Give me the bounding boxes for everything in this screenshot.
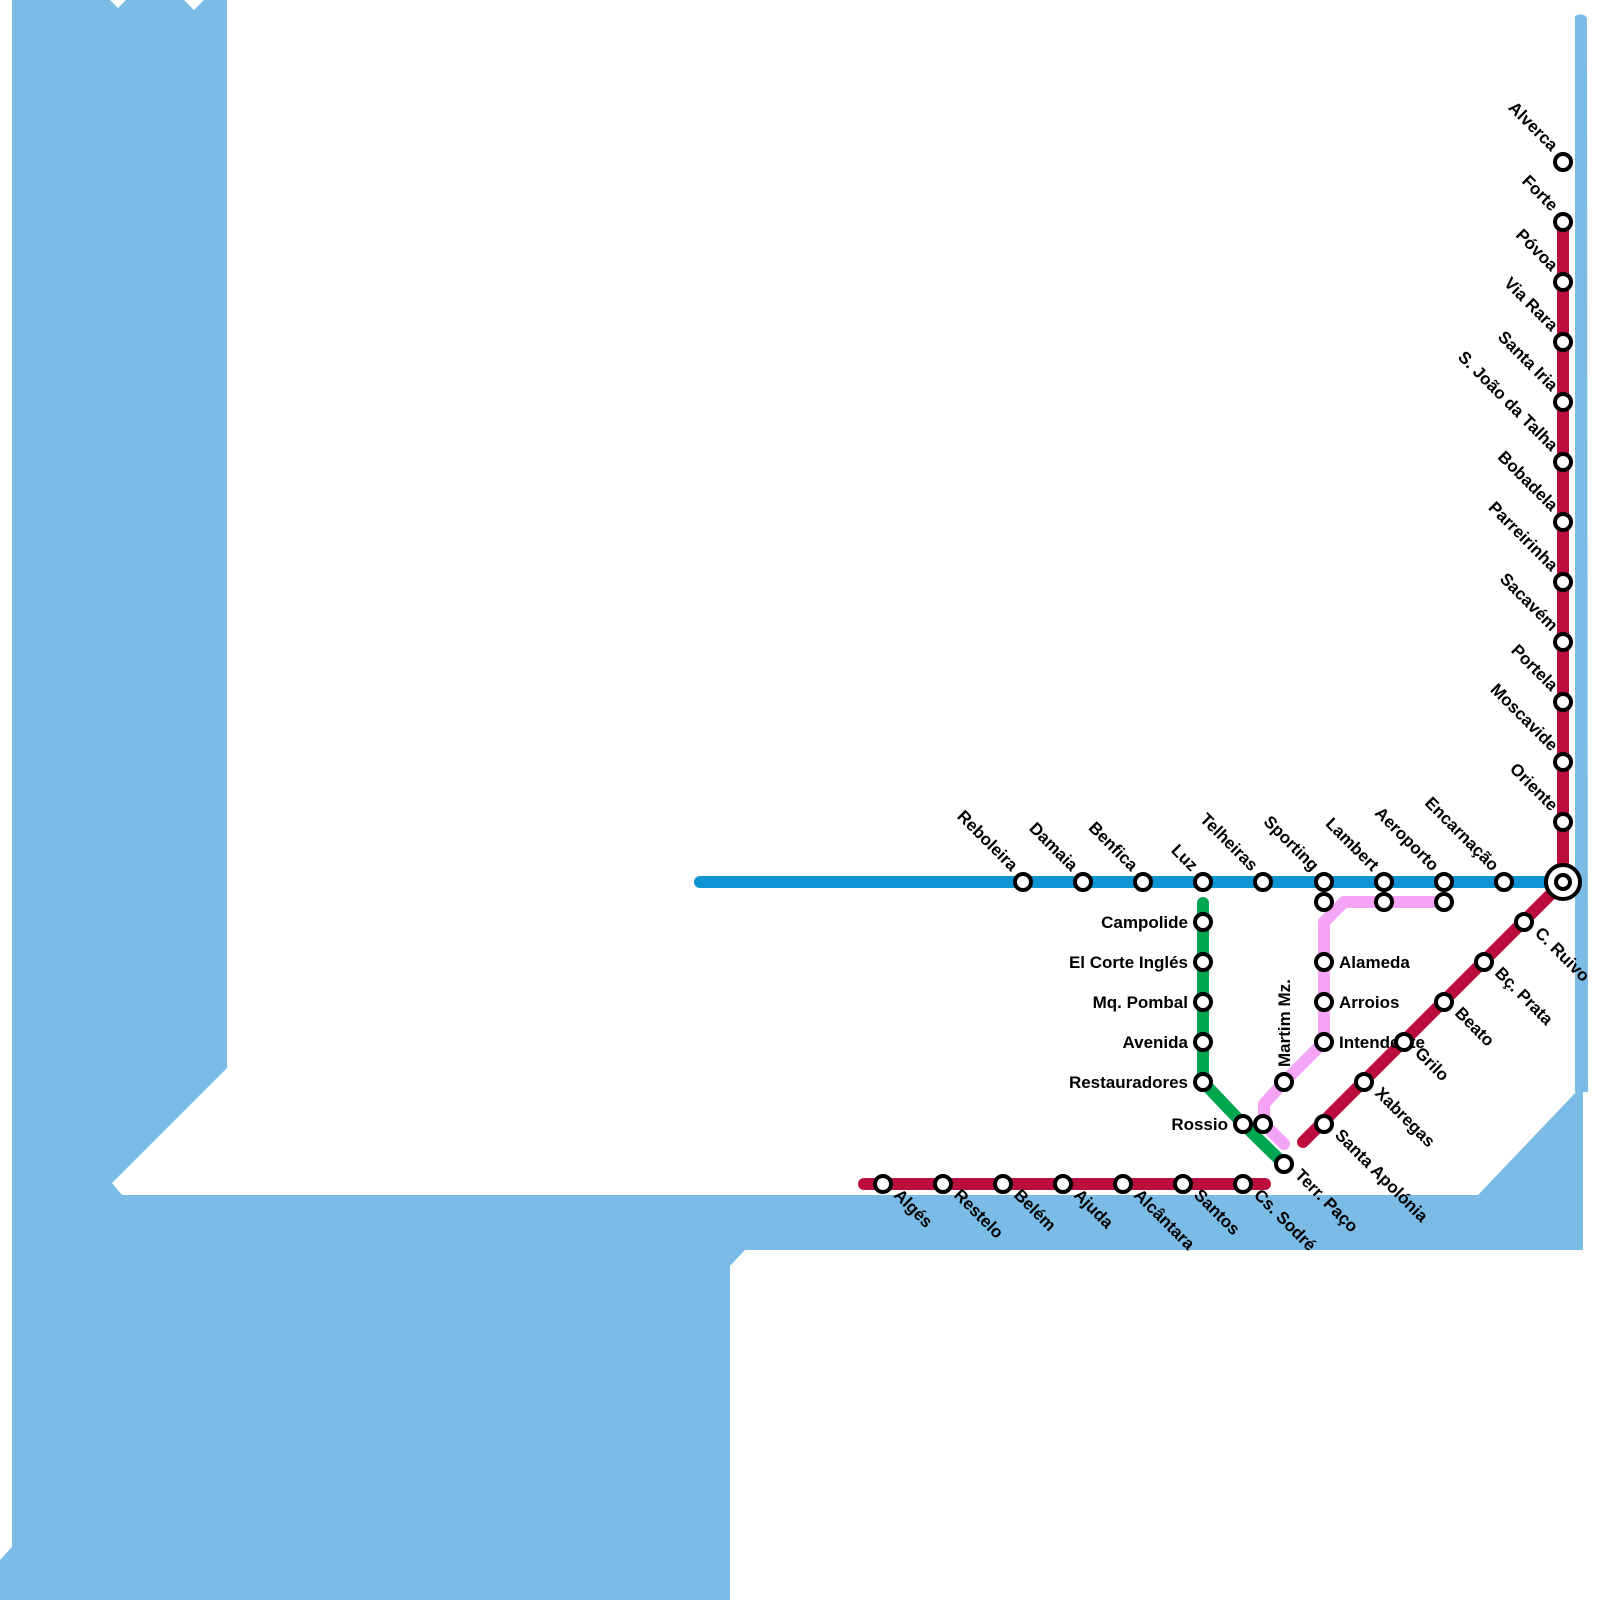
station-label-sporting: Sporting — [1260, 812, 1323, 875]
station-label-elcorte: El Corte Inglés — [1069, 953, 1188, 972]
station-telheiras[interactable] — [1253, 872, 1273, 892]
station-cssodre[interactable] — [1233, 1174, 1253, 1194]
station-label-oriente: Oriente — [1506, 759, 1562, 815]
station-encarnacao[interactable] — [1494, 872, 1514, 892]
station-label-forte: Forte — [1518, 171, 1561, 214]
station-santaapolonia[interactable] — [1314, 1114, 1334, 1134]
station-label-avenida: Avenida — [1122, 1033, 1188, 1052]
station-sacavem[interactable] — [1553, 632, 1573, 652]
station-label-xabregas: Xabregas — [1371, 1083, 1439, 1151]
station-avenida[interactable] — [1193, 1032, 1213, 1052]
station-santairia[interactable] — [1553, 392, 1573, 412]
station-label-campolide: Campolide — [1101, 913, 1188, 932]
station-luz[interactable] — [1193, 872, 1213, 892]
station-campolide[interactable] — [1193, 912, 1213, 932]
station-label-rossio: Rossio — [1171, 1115, 1228, 1134]
station-bobadela[interactable] — [1553, 512, 1573, 532]
station-label-arroios: Arroios — [1339, 993, 1399, 1012]
station-label-viarara: Via Rara — [1500, 273, 1562, 335]
station-bcprata[interactable] — [1474, 952, 1494, 972]
station-cruivo[interactable] — [1514, 912, 1534, 932]
station-label-grilo: Grilo — [1411, 1043, 1452, 1084]
station-sporting[interactable] — [1314, 872, 1334, 892]
station-terrpaco[interactable] — [1274, 1154, 1294, 1174]
station-label-alverca: Alverca — [1505, 98, 1562, 155]
station-arroios[interactable] — [1314, 992, 1334, 1012]
station-restauradores[interactable] — [1193, 1072, 1213, 1092]
station-label-portela: Portela — [1507, 641, 1562, 696]
station-xabregas[interactable] — [1354, 1072, 1374, 1092]
station-belem[interactable] — [993, 1174, 1013, 1194]
station-label-mqpombal: Mq. Pombal — [1093, 993, 1188, 1012]
station-label-alameda: Alameda — [1339, 953, 1410, 972]
station-label-martimmz: Martim Mz. — [1275, 979, 1294, 1067]
station-label-povoa: Póvoa — [1512, 225, 1562, 275]
station-portela[interactable] — [1553, 692, 1573, 712]
station-beato[interactable] — [1434, 992, 1454, 1012]
station-label-telheiras: Telheiras — [1196, 809, 1261, 874]
station-rossio[interactable] — [1233, 1114, 1253, 1134]
station-grilo[interactable] — [1394, 1032, 1414, 1052]
station-label-reboleira: Reboleira — [953, 807, 1022, 876]
station-interchange-1[interactable] — [1374, 892, 1394, 912]
station-oriente[interactable] — [1553, 812, 1573, 832]
station-alverca[interactable] — [1553, 152, 1573, 172]
station-label-beato: Beato — [1451, 1003, 1498, 1050]
station-forte[interactable] — [1553, 212, 1573, 232]
station-mqpombal[interactable] — [1193, 992, 1213, 1012]
station-ajuda[interactable] — [1053, 1174, 1073, 1194]
station-alameda[interactable] — [1314, 952, 1334, 972]
station-elcorte[interactable] — [1193, 952, 1213, 972]
station-alges[interactable] — [873, 1174, 893, 1194]
station-intendente[interactable] — [1314, 1032, 1334, 1052]
station-label-sacavem: Sacavém — [1496, 569, 1562, 635]
station-interchange-0[interactable] — [1314, 892, 1334, 912]
station-hub-inner[interactable] — [1554, 873, 1572, 891]
station-label-sjoao: S. João da Talha — [1454, 347, 1562, 455]
station-label-luz: Luz — [1167, 841, 1201, 875]
station-interchange-2[interactable] — [1434, 892, 1454, 912]
station-label-restauradores: Restauradores — [1069, 1073, 1188, 1092]
station-interchange-3[interactable] — [1253, 1114, 1273, 1134]
station-povoa[interactable] — [1553, 272, 1573, 292]
station-lambert[interactable] — [1374, 872, 1394, 892]
station-aeroporto[interactable] — [1434, 872, 1454, 892]
station-damaia[interactable] — [1073, 872, 1093, 892]
station-restelo[interactable] — [933, 1174, 953, 1194]
station-label-benfica: Benfica — [1085, 818, 1142, 875]
station-viarara[interactable] — [1553, 332, 1573, 352]
station-sjoao[interactable] — [1553, 452, 1573, 472]
station-martimmz[interactable] — [1274, 1072, 1294, 1092]
station-santos[interactable] — [1173, 1174, 1193, 1194]
station-reboleira[interactable] — [1013, 872, 1033, 892]
station-parreirinha[interactable] — [1553, 572, 1573, 592]
station-alcantara[interactable] — [1113, 1174, 1133, 1194]
station-benfica[interactable] — [1133, 872, 1153, 892]
station-moscavide[interactable] — [1553, 752, 1573, 772]
station-label-bcprata: Bç. Prata — [1491, 963, 1557, 1029]
station-label-lambert: Lambert — [1322, 814, 1383, 875]
water-estuary-strip — [1575, 14, 1588, 1092]
station-label-damaia: Damaia — [1025, 819, 1082, 876]
